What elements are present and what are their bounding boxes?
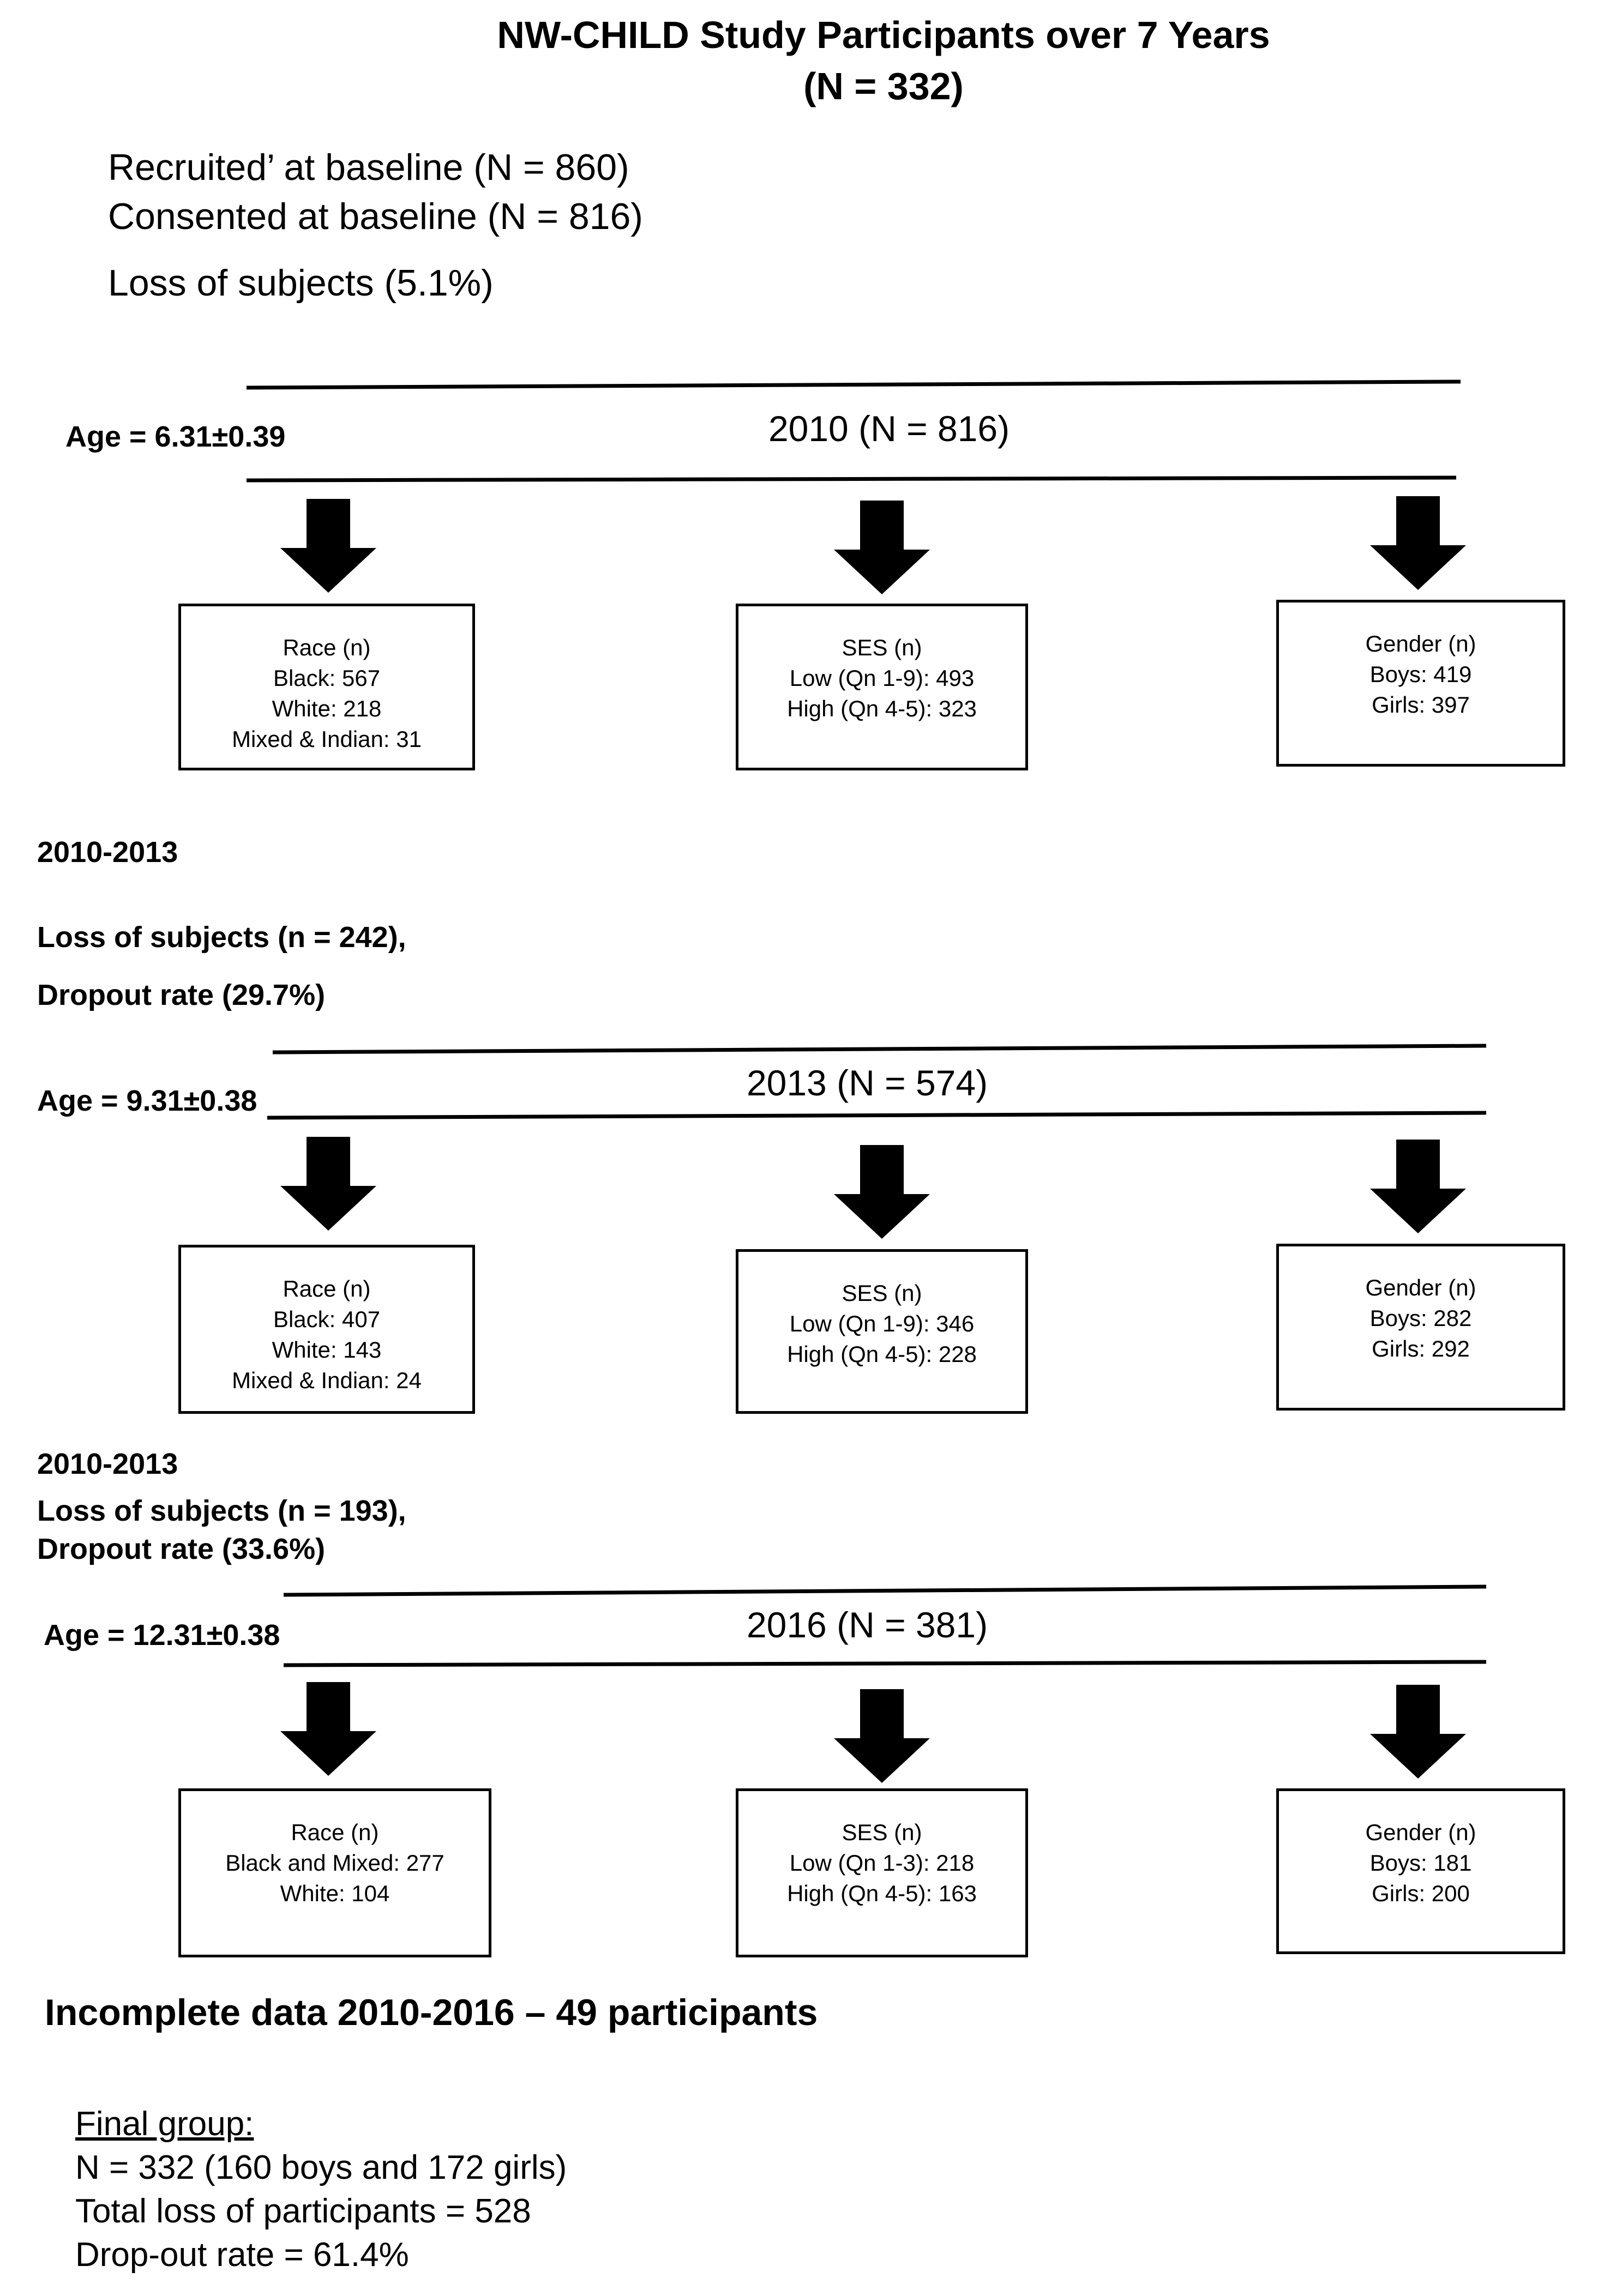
wave2-gender-box: Gender (n) Boys: 282 Girls: 292 bbox=[1276, 1244, 1565, 1411]
ses-value: Low (Qn 1-9): 493 bbox=[789, 665, 975, 691]
race-value: White: 218 bbox=[272, 696, 382, 721]
transition2-loss: Loss of subjects (n = 193), bbox=[37, 1494, 406, 1527]
gender-value: Boys: 282 bbox=[1369, 1305, 1472, 1331]
wave1-bottom-line bbox=[246, 475, 1457, 483]
wave3-age: Age = 12.31±0.38 bbox=[44, 1619, 280, 1652]
recruited-text: Recruited’ at baseline (N = 860) bbox=[108, 147, 629, 188]
race-value: Black and Mixed: 277 bbox=[225, 1850, 444, 1876]
incomplete-data-text: Incomplete data 2010-2016 – 49 participa… bbox=[45, 1992, 818, 2033]
arrow-down-icon bbox=[834, 501, 930, 594]
wave3-year-label: 2016 (N = 381) bbox=[746, 1605, 988, 1645]
ses-value: Low (Qn 1-9): 346 bbox=[789, 1311, 975, 1336]
ses-value: High (Qn 4-5): 228 bbox=[787, 1341, 977, 1367]
transition1-dropout: Dropout rate (29.7%) bbox=[37, 979, 326, 1011]
arrow-down-icon bbox=[1370, 1685, 1466, 1779]
baseline-loss-text: Loss of subjects (5.1%) bbox=[108, 262, 494, 304]
diagram-subtitle: (N = 332) bbox=[803, 65, 964, 107]
gender-value: Girls: 292 bbox=[1372, 1336, 1470, 1361]
race-heading: Race (n) bbox=[291, 1819, 379, 1845]
race-heading: Race (n) bbox=[283, 635, 371, 660]
gender-value: Boys: 419 bbox=[1369, 661, 1472, 687]
wave3-bottom-line bbox=[283, 1660, 1487, 1667]
gender-heading: Gender (n) bbox=[1365, 1819, 1476, 1845]
arrow-down-icon bbox=[280, 1682, 376, 1776]
gender-heading: Gender (n) bbox=[1365, 631, 1476, 656]
final-group-n: N = 332 (160 boys and 172 girls) bbox=[75, 2149, 567, 2186]
final-group-heading: Final group: bbox=[75, 2102, 254, 2146]
wave3-ses-box: SES (n) Low (Qn 1-3): 218 High (Qn 4-5):… bbox=[736, 1788, 1028, 1957]
wave2-age: Age = 9.31±0.38 bbox=[37, 1084, 257, 1117]
gender-value: Boys: 181 bbox=[1369, 1850, 1472, 1876]
wave1-age: Age = 6.31±0.39 bbox=[65, 420, 286, 453]
race-value: Mixed & Indian: 31 bbox=[232, 726, 422, 752]
wave3-gender-box: Gender (n) Boys: 181 Girls: 200 bbox=[1276, 1788, 1565, 1954]
wave1-ses-box: SES (n) Low (Qn 1-9): 493 High (Qn 4-5):… bbox=[736, 604, 1028, 770]
arrow-down-icon bbox=[280, 499, 376, 593]
transition1-period: 2010-2013 bbox=[37, 836, 178, 869]
ses-value: Low (Qn 1-3): 218 bbox=[789, 1850, 975, 1876]
race-heading: Race (n) bbox=[283, 1276, 371, 1301]
ses-value: High (Qn 4-5): 163 bbox=[787, 1881, 977, 1906]
gender-value: Girls: 200 bbox=[1372, 1881, 1470, 1906]
ses-heading: SES (n) bbox=[842, 1280, 922, 1306]
ses-value: High (Qn 4-5): 323 bbox=[787, 696, 977, 721]
wave1-race-box: Race (n) Black: 567 White: 218 Mixed & I… bbox=[178, 604, 475, 770]
race-value: Mixed & Indian: 24 bbox=[232, 1367, 422, 1393]
arrow-down-icon bbox=[834, 1145, 930, 1239]
arrow-down-icon bbox=[834, 1689, 930, 1783]
wave2-race-box: Race (n) Black: 407 White: 143 Mixed & I… bbox=[178, 1245, 475, 1414]
wave1-gender-box: Gender (n) Boys: 419 Girls: 397 bbox=[1276, 600, 1565, 767]
gender-heading: Gender (n) bbox=[1365, 1275, 1476, 1300]
transition2-period: 2010-2013 bbox=[37, 1448, 178, 1480]
ses-heading: SES (n) bbox=[842, 635, 922, 660]
transition1-loss: Loss of subjects (n = 242), bbox=[37, 921, 406, 954]
diagram-title: NW-CHILD Study Participants over 7 Years bbox=[497, 14, 1270, 56]
race-value: Black: 407 bbox=[273, 1306, 381, 1332]
wave3-top-line bbox=[283, 1584, 1487, 1597]
wave2-bottom-line bbox=[267, 1111, 1487, 1120]
final-total-loss: Total loss of participants = 528 bbox=[75, 2192, 531, 2230]
consented-text: Consented at baseline (N = 816) bbox=[108, 196, 643, 237]
arrow-down-icon bbox=[1370, 1140, 1466, 1233]
wave1-top-line bbox=[246, 379, 1461, 390]
wave1-year-label: 2010 (N = 816) bbox=[768, 408, 1010, 449]
gender-value: Girls: 397 bbox=[1372, 692, 1470, 718]
wave2-ses-box: SES (n) Low (Qn 1-9): 346 High (Qn 4-5):… bbox=[736, 1249, 1028, 1414]
race-value: White: 104 bbox=[280, 1881, 390, 1906]
wave3-race-box: Race (n) Black and Mixed: 277 White: 104 bbox=[178, 1788, 491, 1957]
wave2-top-line bbox=[272, 1044, 1487, 1054]
final-group-heading-text: Final group: bbox=[75, 2105, 254, 2143]
race-value: White: 143 bbox=[272, 1337, 382, 1363]
arrow-down-icon bbox=[280, 1137, 376, 1231]
final-dropout-rate: Drop-out rate = 61.4% bbox=[75, 2236, 409, 2274]
race-value: Black: 567 bbox=[273, 665, 381, 691]
wave2-year-label: 2013 (N = 574) bbox=[746, 1063, 988, 1103]
arrow-down-icon bbox=[1370, 496, 1466, 590]
transition2-dropout: Dropout rate (33.6%) bbox=[37, 1533, 326, 1565]
ses-heading: SES (n) bbox=[842, 1819, 922, 1845]
